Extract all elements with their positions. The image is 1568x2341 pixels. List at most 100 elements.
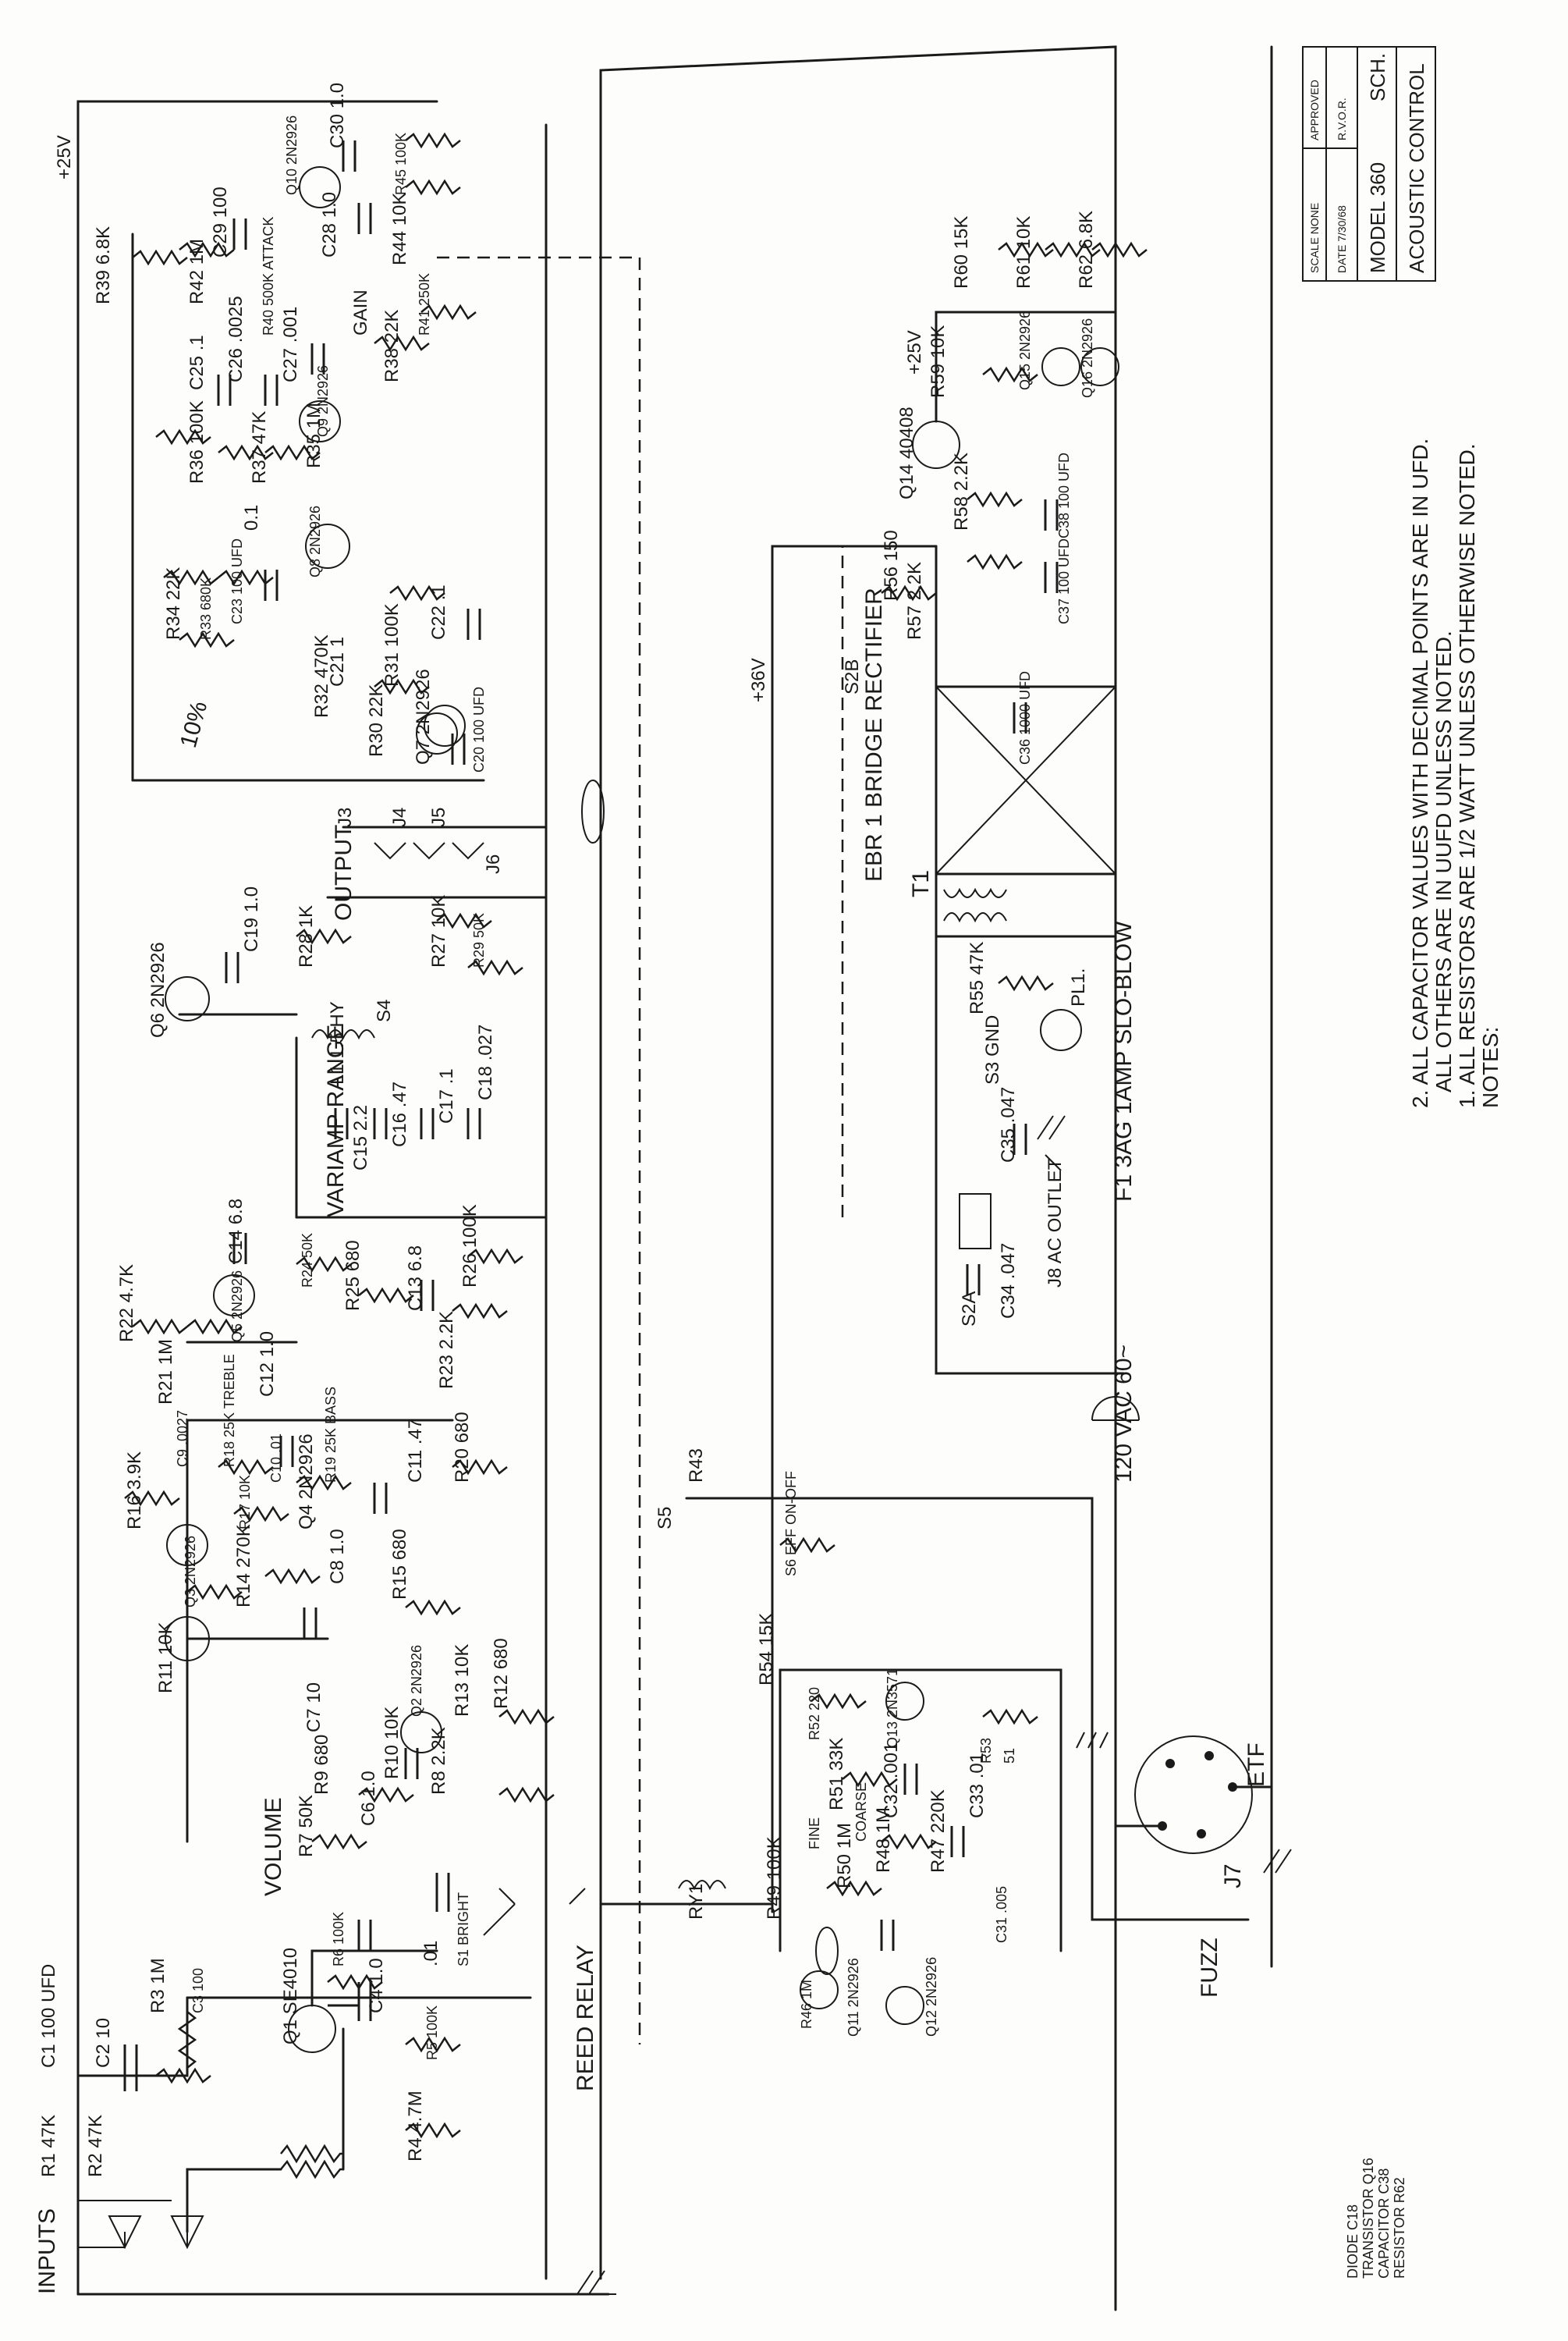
title-date: DATE 7/30/68 xyxy=(1336,205,1348,273)
label-r34: R34 22K xyxy=(163,567,184,640)
label-q11: Q11 2N2926 xyxy=(846,1958,861,2037)
label-q9: Q9 2N2926 xyxy=(315,365,331,437)
label-c2: C2 10 xyxy=(93,2018,114,2068)
label-c30: C30 1.0 xyxy=(327,83,348,148)
label-r43: R43 xyxy=(686,1448,707,1483)
input-section xyxy=(76,1949,532,2250)
label-j7: J7 xyxy=(1220,1863,1246,1888)
notes-note2a: 2. ALL CAPACITOR VALUES WITH DECIMAL POI… xyxy=(1408,439,1432,1108)
label-r49: R49 100K xyxy=(764,1836,785,1920)
label-r2: R2 47K xyxy=(85,2115,106,2177)
label-r56: R56 150 xyxy=(881,530,902,601)
label-c32: C32 .001 xyxy=(881,1742,902,1818)
label-r45: R45 100K xyxy=(393,133,409,195)
label-r36: R36 100K xyxy=(186,400,208,484)
label-t1: T1 xyxy=(908,870,934,897)
label-c14: C14 6.8 xyxy=(225,1199,247,1264)
label-c6: C6 1.0 xyxy=(358,1771,379,1826)
label-r52: R52 220 xyxy=(807,1687,822,1740)
label-f1: F1 3AG 1AMP SLO-BLOW xyxy=(1111,921,1137,1202)
output-jacks xyxy=(131,712,605,899)
label-c35: C35 .047 xyxy=(998,1087,1019,1163)
label-c17: C17 .1 xyxy=(436,1068,457,1124)
label-r57: R57 2.2K xyxy=(904,562,925,640)
label-r8: R8 2.2K xyxy=(428,1727,449,1795)
label-c18: C18 .027 xyxy=(475,1025,496,1100)
title-approved-by: R.V.O.R. xyxy=(1336,98,1348,140)
label-r29: R29 50K xyxy=(471,913,487,968)
label-r55: R55 47K xyxy=(967,942,988,1014)
title-company: ACOUSTIC CONTROL xyxy=(1405,63,1428,273)
label-r1: R1 47K xyxy=(38,2115,59,2177)
label-r22: R22 4.7K xyxy=(116,1264,137,1342)
label-volume: VOLUME xyxy=(261,1797,286,1896)
label-q7: Q7 2N2926 xyxy=(413,669,434,765)
label-r48: R48 1M xyxy=(873,1807,894,1873)
label-gain: GAIN xyxy=(350,290,371,336)
notes-note1: 1. ALL RESISTORS ARE 1/2 WATT UNLESS OTH… xyxy=(1455,443,1479,1108)
variamp-section xyxy=(132,912,548,1344)
label-j3: J3 xyxy=(335,808,356,827)
label-r58: R58 2.2K xyxy=(951,453,972,531)
label-r59: R59 10K xyxy=(928,325,949,398)
label-r7: R7 50K xyxy=(296,1795,317,1857)
label-coarse: COARSE xyxy=(853,1782,869,1842)
label-r19-bass: R19 25K BASS xyxy=(323,1387,339,1483)
label-r28: R28 1K xyxy=(296,905,317,968)
rail-label-25v-ps: +25V xyxy=(904,330,925,375)
label-r14: R14 270K xyxy=(233,1524,254,1607)
rotated-labels: +25V +25V +36V INPUTS R1 47K R2 47K C1 1… xyxy=(34,53,1502,2294)
label-c10: C10 .01 xyxy=(268,1433,284,1483)
label-r62: R62 6.8K xyxy=(1076,211,1097,289)
label-q14: Q14 40408 xyxy=(896,407,917,499)
rail-label-36v: +36V xyxy=(748,658,769,702)
label-j8: J8 AC OUTLET xyxy=(1045,1158,1066,1288)
label-ac-in: 120 VAC 60~ xyxy=(1111,1345,1137,1483)
label-r23: R23 2.2K xyxy=(436,1311,457,1389)
label-s1-bright: S1 BRIGHT xyxy=(456,1892,471,1966)
label-c31: C31 .005 xyxy=(994,1886,1009,1943)
label-c26: C26 .0025 xyxy=(225,296,247,382)
label-etf: ETF xyxy=(1243,1742,1269,1787)
label-r4: R4 4.7M xyxy=(405,2091,426,2162)
label-r54: R54 15K xyxy=(756,1613,777,1686)
title-scale: SCALE NONE xyxy=(1308,203,1321,273)
label-q15: Q15 2N2926 xyxy=(1017,311,1033,390)
label-r12: R12 680 xyxy=(491,1638,512,1709)
legend-line2: TRANSISTOR Q16 xyxy=(1360,2158,1376,2279)
label-r37: R37 47K xyxy=(249,411,270,484)
ground-symbols xyxy=(569,1115,1292,2295)
label-j6: J6 xyxy=(483,854,504,874)
label-c19: C19 1.0 xyxy=(241,886,262,952)
label-c4: C4 1.0 xyxy=(366,1958,387,2013)
label-c29: C29 100 xyxy=(210,186,231,258)
label-r20: R20 680 xyxy=(452,1412,473,1483)
label-r51: R51 33K xyxy=(826,1738,847,1810)
label-c22: C22 .1 xyxy=(428,584,449,640)
label-q4: Q4 2N2926 xyxy=(296,1433,317,1529)
label-c21: C21 1 xyxy=(327,637,348,687)
label-q13: Q13 2N3571 xyxy=(885,1668,900,1748)
label-c7: C7 10 xyxy=(303,1682,325,1732)
label-r17: R17 10K xyxy=(237,1475,253,1529)
label-reed-relay: REED RELAY xyxy=(573,1945,598,2091)
label-c20: C20 100 UFD xyxy=(471,687,487,773)
label-r32: R32 470K xyxy=(311,634,332,718)
label-s5: S5 xyxy=(655,1507,676,1529)
label-r44: R44 10K xyxy=(389,193,410,265)
label-fuzz: FUZZ xyxy=(1197,1938,1222,1998)
label-r35: R35 1M xyxy=(303,403,325,468)
label-c36: C36 1000 UFD xyxy=(1017,671,1033,765)
label-r40-attack: R40 500K ATTACK xyxy=(261,217,276,336)
legend-line4: RESISTOR R62 xyxy=(1392,2177,1407,2279)
label-c9: C9 .0027 xyxy=(175,1410,190,1467)
title-sch: SCH. xyxy=(1366,53,1389,101)
label-q16: Q16 2N2926 xyxy=(1080,318,1095,398)
label-r11: R11 10K xyxy=(155,1622,176,1693)
label-r25: R25 680 xyxy=(342,1240,364,1311)
label-c24: 0.1 xyxy=(241,505,262,531)
label-r47: R47 220K xyxy=(928,1789,949,1873)
label-r27: R27 10K xyxy=(428,895,449,968)
label-r5: R5 100K xyxy=(424,2005,440,2060)
